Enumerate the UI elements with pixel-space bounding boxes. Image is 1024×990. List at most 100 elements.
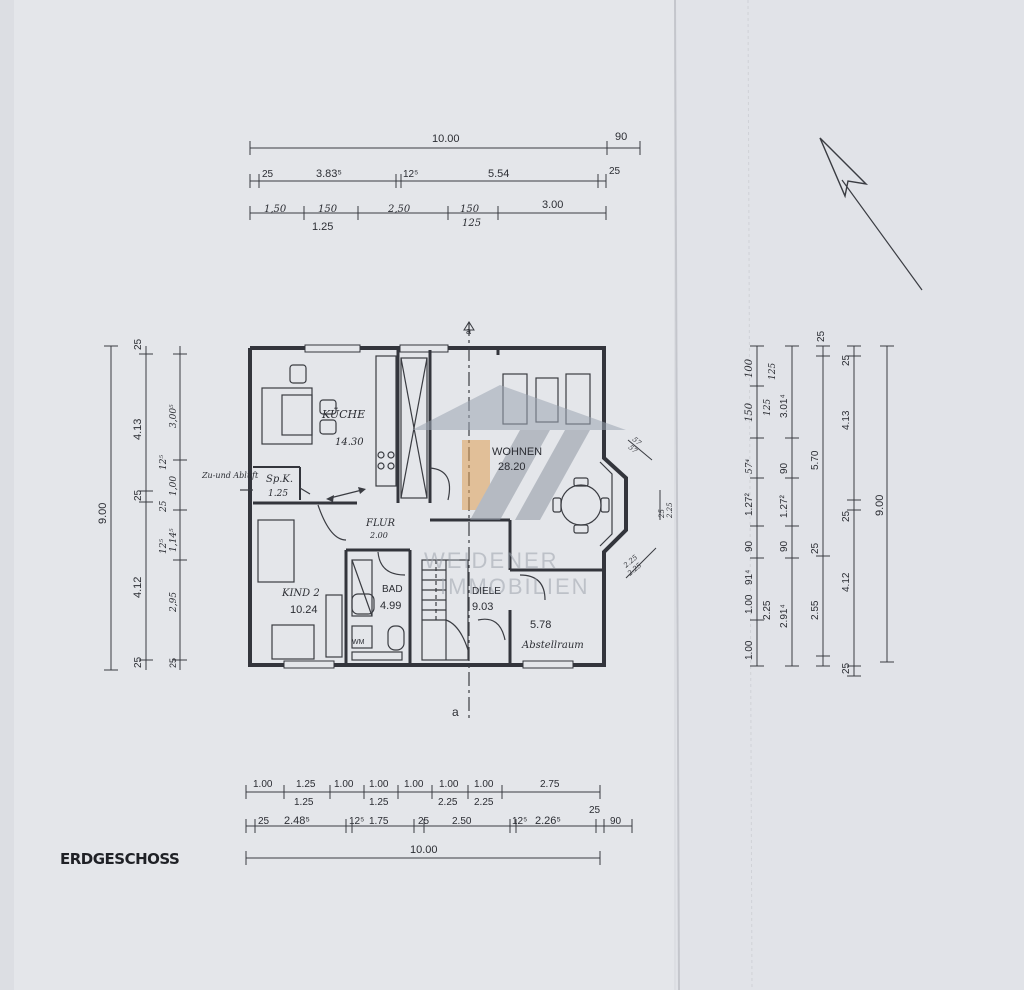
dim-top-r3-a: 1,50 xyxy=(264,204,287,215)
dims-left: 9.00 25 4.13 25 4.12 25 3,00⁵ 12⁵ 1,00 2… xyxy=(97,338,187,671)
dim-left-r2-b: 4.13 xyxy=(132,419,144,440)
dims-bottom: 1.00 1.25 1.00 1.00 1.00 1.00 1.00 2.75 … xyxy=(245,779,633,865)
dim-right-c2-f: 125 xyxy=(768,363,778,380)
bay-dim-d: 2.25 xyxy=(666,502,674,519)
dim-right-c1-d: 90 xyxy=(744,540,755,552)
dim-right-c1-c: 91⁴ xyxy=(744,570,755,585)
dim-right-c1-a: 1.00 xyxy=(744,640,755,660)
bay-dim-c: 25 xyxy=(658,509,666,519)
room-abstell-area: 5.78 xyxy=(530,619,551,631)
dim-right-c4-d: 4.13 xyxy=(841,410,852,430)
dim-top-r3-sub-b: 125 xyxy=(462,218,481,229)
dim-right-c2-c: 1.27² xyxy=(779,495,790,518)
section-marker-top: a xyxy=(466,326,471,336)
room-speis-area: 1.25 xyxy=(268,489,288,499)
dim-right-c2-d: 90 xyxy=(779,462,790,474)
dim-left-r2-a: 25 xyxy=(133,338,144,350)
dim-bottom-r1-a: 1.00 xyxy=(253,779,273,790)
dim-top-r3-sub-a: 1.25 xyxy=(312,221,333,233)
dim-bottom-total: 10.00 xyxy=(410,844,438,856)
dim-bottom-r1-g: 1.00 xyxy=(474,779,494,790)
dim-right-c1-e: 1.27² xyxy=(744,493,755,516)
watermark-line1: WEIDENER xyxy=(424,548,559,573)
room-bad-area: 4.99 xyxy=(380,600,401,612)
dim-left-r2-c: 25 xyxy=(133,489,144,501)
dim-bottom-r2-c: 12⁵ xyxy=(349,816,364,827)
dim-left-total: 9.00 xyxy=(97,503,109,524)
dim-right-c1-f: 57⁴ xyxy=(745,459,755,474)
dim-right-c3-c: 25 xyxy=(810,542,821,554)
dim-bottom-r1-c: 1.00 xyxy=(334,779,354,790)
room-kind2-name: KIND 2 xyxy=(281,588,320,599)
dim-left-r3-f: 12⁵ xyxy=(159,539,169,554)
paper-right-sheet xyxy=(676,0,1024,990)
dim-right-c2-b: 90 xyxy=(779,540,790,552)
dims-top: 10.00 90 25 3.83⁵ 12⁵ 5.54 25 1,50 150 2… xyxy=(249,131,641,233)
dim-right-c3-a: 2.55 xyxy=(810,600,821,620)
room-kueche-area: 14.30 xyxy=(335,437,364,448)
watermark-logo: WEIDENER IMMOBILIEN xyxy=(412,385,626,599)
dim-bottom-r2-b: 2.48⁵ xyxy=(284,815,310,827)
room-flur-area: 2.00 xyxy=(369,531,388,540)
north-arrow-icon xyxy=(819,137,923,291)
dim-bottom-r1-sub-d: 2.25 xyxy=(474,797,494,808)
room-kueche-name: KÜCHE xyxy=(321,407,365,421)
room-flur-name: FLUR xyxy=(365,518,395,529)
dim-top-r3-d: 150 xyxy=(460,204,480,215)
dim-top-r3-b: 150 xyxy=(318,204,338,215)
dim-top-r2-b: 3.83⁵ xyxy=(316,168,342,180)
room-speis-name: Sp.K. xyxy=(266,474,293,485)
dim-bottom-r1-f: 1.00 xyxy=(439,779,459,790)
dim-bottom-r1-e: 1.00 xyxy=(404,779,424,790)
room-labels: KÜCHE 14.30 WOHNEN 28.20 Sp.K. 1.25 FLUR… xyxy=(201,407,584,651)
outer-wall xyxy=(248,346,628,667)
dim-left-r3-a: 3,00⁵ xyxy=(169,404,179,428)
dim-right-c1-h: 100 xyxy=(744,358,755,378)
room-wohnen-name: WOHNEN xyxy=(492,446,542,458)
dim-right-c2-e: 3.01⁴ xyxy=(779,394,790,418)
dim-left-r2-e: 25 xyxy=(133,656,144,668)
dim-left-r3-d: 25 xyxy=(159,500,169,513)
dim-right-c3-b: 5.70 xyxy=(810,450,821,470)
dim-right-c1-b: 1.00 xyxy=(744,594,755,614)
dim-bottom-r1-b: 1.25 xyxy=(296,779,316,790)
dim-top-90: 90 xyxy=(615,131,627,143)
dim-right-c4-c: 25 xyxy=(841,510,852,522)
dim-bottom-r2-f: 2.50 xyxy=(452,816,472,827)
zu-abluft-label: Zu-und Abluft xyxy=(201,471,259,480)
dim-left-r3-c: 1,00 xyxy=(169,476,179,496)
dim-right-c4-a: 25 xyxy=(841,662,852,674)
watermark-line2: IMMOBILIEN xyxy=(440,574,590,599)
dim-left-r3-b: 12⁵ xyxy=(159,455,169,470)
paper-fold-line xyxy=(674,0,680,990)
dim-right-c4-e: 25 xyxy=(841,354,852,366)
wm-label: WM xyxy=(352,639,365,646)
section-marker-bottom: a xyxy=(452,705,459,719)
dim-top-r2-a: 25 xyxy=(262,169,274,180)
dim-bottom-r2-j: 90 xyxy=(610,816,622,827)
dim-top-r3-c: 2,50 xyxy=(387,204,411,215)
dim-bottom-r1-h: 2.75 xyxy=(540,779,560,790)
dim-bottom-r2-h: 2.26⁵ xyxy=(535,815,561,827)
plan-title: ERDGESCHOSS xyxy=(60,850,179,868)
room-diele-name: DIELE xyxy=(472,586,501,597)
dim-bottom-r2-g: 12⁵ xyxy=(512,816,527,827)
dim-top-r3-e: 3.00 xyxy=(542,199,563,211)
dim-bottom-r2-i: 25 xyxy=(589,805,601,816)
dim-right-c4-b: 4.12 xyxy=(841,572,852,592)
room-bad-name: BAD xyxy=(382,584,403,595)
dim-top-r2-e: 25 xyxy=(609,166,621,177)
floor-plan: a a xyxy=(240,321,628,720)
dim-left-r3-e: 1,14⁵ xyxy=(169,528,179,552)
dim-bottom-r1-sub-b: 1.25 xyxy=(369,797,389,808)
room-abstell-name: Abstellraum xyxy=(521,640,584,651)
dim-right-total: 9.00 xyxy=(874,495,886,516)
dims-right: 1.00 1.00 91⁴ 90 1.27² 57⁴ 150 100 2.25 … xyxy=(744,330,894,677)
dim-bottom-r2-e: 25 xyxy=(418,816,430,827)
dim-bottom-r2-a: 25 xyxy=(258,816,270,827)
dim-left-r2-d: 4.12 xyxy=(132,577,144,598)
room-kind2-area: 10.24 xyxy=(290,604,318,616)
dim-bottom-r1-sub-c: 2.25 xyxy=(438,797,458,808)
dim-right-c2-a: 2.91⁴ xyxy=(779,604,790,628)
